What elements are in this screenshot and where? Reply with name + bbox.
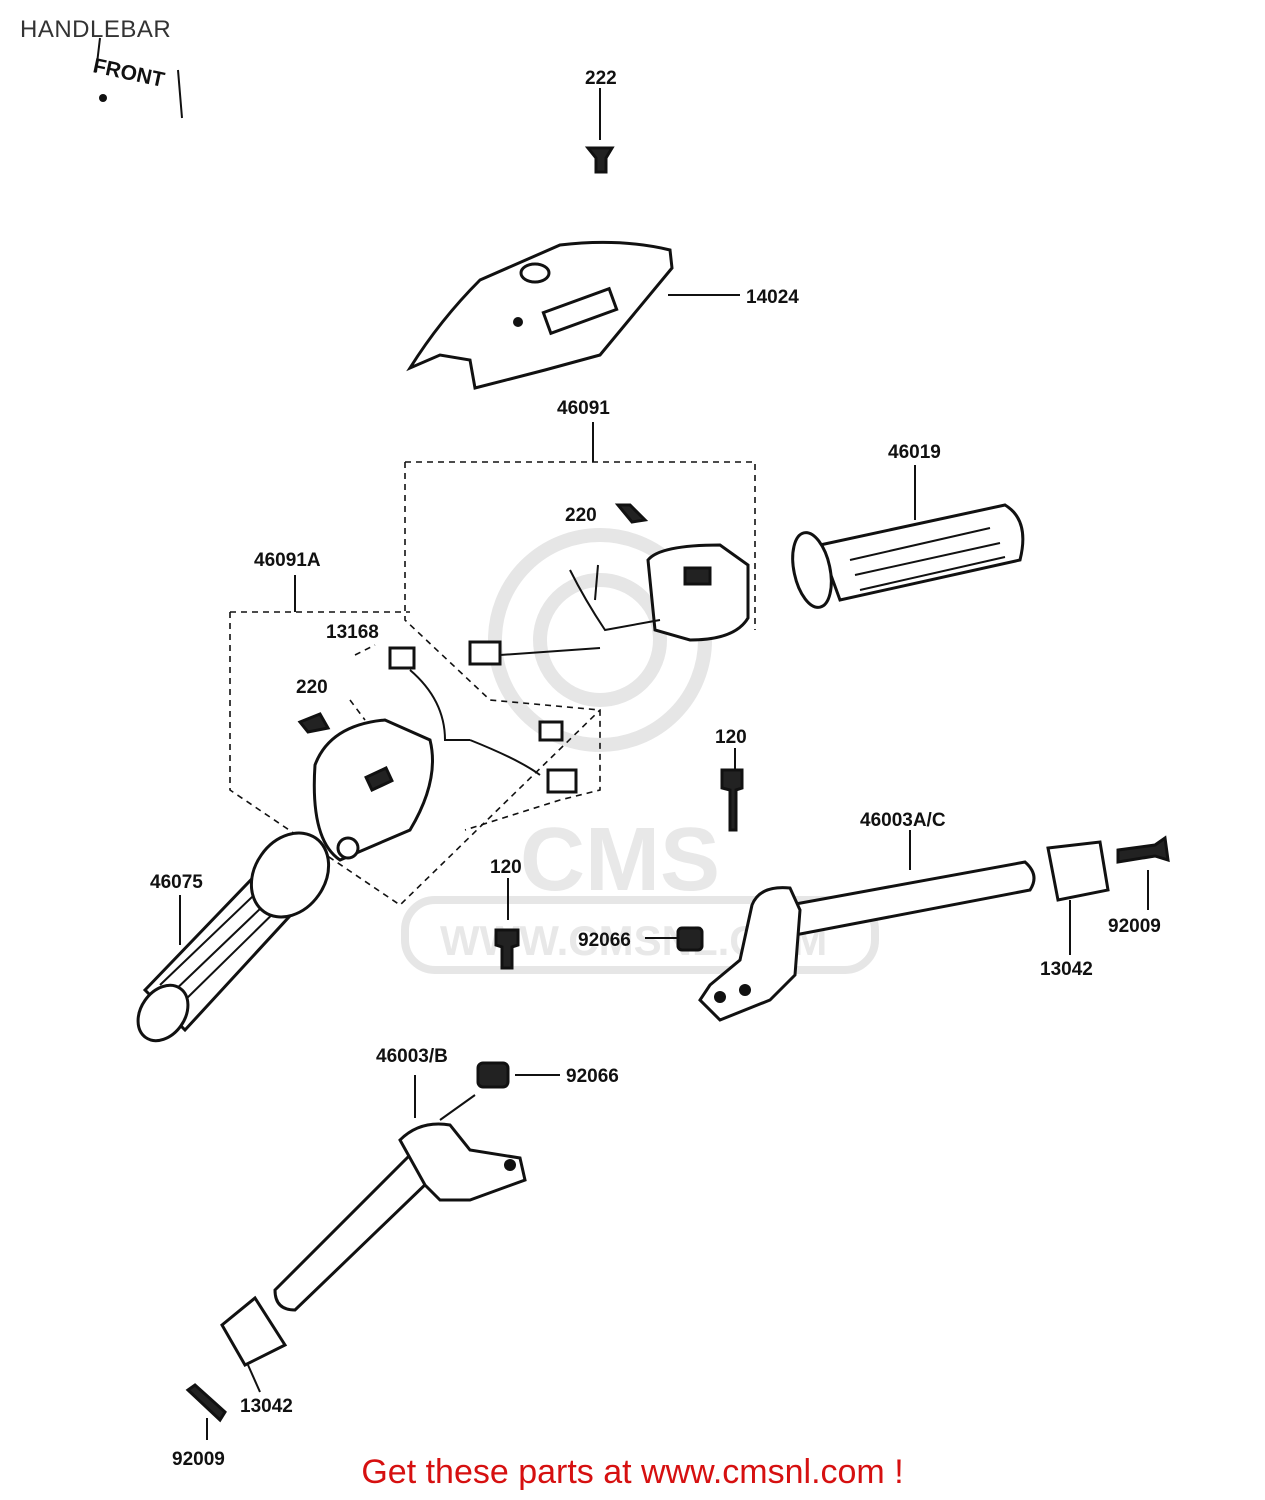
footer-link[interactable]: Get these parts at www.cmsnl.com ! bbox=[361, 1453, 904, 1491]
callout-220-left: 220 bbox=[296, 677, 328, 698]
watermark-logo: CMS bbox=[520, 810, 720, 910]
part-46003-B-handlebar-left bbox=[273, 1075, 527, 1312]
callout-14024: 14024 bbox=[746, 287, 799, 308]
callout-13042-left: 13042 bbox=[240, 1396, 293, 1417]
front-label: FRONT bbox=[91, 54, 167, 92]
callout-46003-B: 46003/B bbox=[376, 1046, 448, 1067]
part-46075-left-grip bbox=[136, 831, 331, 1043]
part-46091A-left-switch bbox=[229, 575, 601, 907]
part-92009-screw-left bbox=[185, 1383, 227, 1440]
callout-92066-upper: 92066 bbox=[578, 930, 631, 951]
part-13042-bar-end-weight-left bbox=[220, 1295, 288, 1393]
part-222-screw bbox=[584, 88, 615, 174]
part-13042-bar-end-weight-right bbox=[1046, 840, 1110, 955]
callout-13042-right: 13042 bbox=[1040, 959, 1093, 980]
callout-222: 222 bbox=[585, 68, 617, 89]
callout-92066-lower: 92066 bbox=[566, 1066, 619, 1087]
part-92066-nut-lower bbox=[476, 1061, 560, 1089]
part-46003A-C-handlebar-right bbox=[698, 830, 1036, 1022]
callout-220-right: 220 bbox=[565, 505, 597, 526]
part-120-bolt-lower bbox=[494, 878, 520, 970]
callout-46019: 46019 bbox=[888, 442, 941, 463]
callout-13168: 13168 bbox=[326, 622, 379, 643]
callout-92009-left: 92009 bbox=[172, 1449, 225, 1470]
front-direction-marker: FRONT bbox=[91, 37, 183, 119]
callout-labels: 222 14024 46091 46019 220 46091A 13168 2… bbox=[150, 68, 1161, 1470]
part-46091-right-switch bbox=[404, 422, 756, 831]
part-14024-cover bbox=[406, 240, 740, 390]
part-46019-throttle-grip bbox=[791, 465, 1025, 609]
callout-46075: 46075 bbox=[150, 872, 203, 893]
part-120-bolt-upper bbox=[720, 748, 744, 832]
callout-92009-right: 92009 bbox=[1108, 916, 1161, 937]
callout-46091: 46091 bbox=[557, 398, 610, 419]
callout-46091A: 46091A bbox=[254, 550, 321, 571]
callout-120-lower: 120 bbox=[490, 857, 522, 878]
part-92009-screw-right bbox=[1116, 835, 1170, 910]
callout-120-upper: 120 bbox=[715, 727, 747, 748]
callout-46003A-C: 46003A/C bbox=[860, 810, 946, 831]
part-92066-nut-upper bbox=[645, 926, 704, 952]
page-title: HANDLEBAR bbox=[20, 16, 172, 43]
